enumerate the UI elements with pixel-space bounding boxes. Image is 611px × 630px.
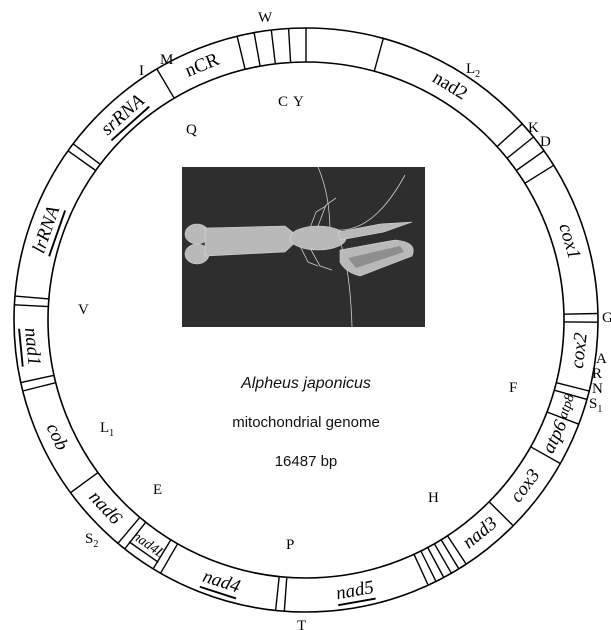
gene-label-nad3: nad3 bbox=[459, 513, 502, 553]
gene-boundary-31 bbox=[157, 69, 174, 98]
gene-label-nad4: nad4 bbox=[200, 566, 243, 598]
genome-type-label: mitochondrial genome bbox=[232, 414, 380, 431]
gene-boundary-35 bbox=[289, 29, 291, 63]
gene-boundary-19 bbox=[276, 577, 280, 611]
gene-boundary-3 bbox=[516, 151, 544, 171]
gene-boundary-32 bbox=[237, 36, 245, 69]
gene-label-cox1: cox1 bbox=[554, 221, 584, 261]
gene-label-nad1: nad1 bbox=[20, 327, 45, 367]
gene-label-cox3: cox3 bbox=[506, 465, 544, 506]
gene-boundary-1 bbox=[497, 124, 522, 147]
trna-label-D: D bbox=[540, 134, 551, 150]
trna-label-H: H bbox=[428, 490, 439, 506]
gene-label-atp8: atp8 bbox=[556, 392, 578, 420]
gene-boundary-26 bbox=[21, 375, 54, 382]
gene-boundary-15 bbox=[428, 548, 444, 578]
gene-boundary-29 bbox=[68, 151, 96, 171]
gene-boundary-34 bbox=[271, 30, 275, 64]
trna-label-P: P bbox=[286, 537, 294, 553]
gene-label-nCR: nCR bbox=[182, 49, 223, 82]
gene-boundary-17 bbox=[414, 554, 428, 585]
trna-label-T: T bbox=[297, 618, 306, 630]
gene-label-nad5: nad5 bbox=[334, 577, 375, 604]
gene-boundary-16 bbox=[421, 551, 436, 581]
gene-boundary-0 bbox=[374, 38, 383, 71]
gene-label-cob: cob bbox=[42, 420, 73, 454]
trna-label-K: K bbox=[528, 120, 539, 136]
trna-label-W: W bbox=[258, 10, 273, 26]
trna-label-A: A bbox=[596, 351, 607, 367]
gene-boundary-5 bbox=[564, 314, 598, 315]
gene-boundary-27 bbox=[14, 305, 48, 307]
gene-boundary-28 bbox=[15, 296, 49, 299]
genome-size-label: 16487 bp bbox=[275, 453, 338, 470]
trna-label-G: G bbox=[602, 310, 611, 326]
trna-label-V: V bbox=[78, 302, 89, 318]
trna-label-R: R bbox=[592, 366, 602, 382]
shrimp-photo bbox=[182, 167, 425, 327]
gene-boundary-7 bbox=[556, 383, 589, 391]
gene-boundary-18 bbox=[284, 577, 287, 611]
trna-label-S1: S1 bbox=[589, 396, 602, 415]
gene-label-nad6: nad6 bbox=[84, 487, 126, 529]
gene-label-nad2: nad2 bbox=[429, 67, 471, 104]
gene-label-srRNA: srRNA bbox=[97, 90, 149, 140]
trna-label-L1: L1 bbox=[100, 420, 114, 439]
species-name: Alpheus japonicus bbox=[240, 375, 371, 392]
trna-label-M: M bbox=[160, 52, 173, 68]
gene-boundary-30 bbox=[73, 144, 100, 165]
gene-boundary-4 bbox=[525, 165, 554, 183]
gene-boundary-2 bbox=[507, 137, 534, 158]
gene-boundary-14 bbox=[434, 544, 451, 573]
gene-boundary-13 bbox=[441, 540, 459, 569]
gene-label-cox2: cox2 bbox=[567, 331, 592, 369]
trna-label-N: N bbox=[592, 381, 603, 397]
trna-label-F: F bbox=[509, 380, 517, 396]
gene-boundary-24 bbox=[71, 473, 99, 493]
trna-label-E: E bbox=[153, 482, 162, 498]
gene-boundary-25 bbox=[23, 383, 56, 391]
trna-label-Q: Q bbox=[186, 122, 197, 138]
trna-label-C: C bbox=[278, 94, 288, 110]
trna-label-S2: S2 bbox=[85, 531, 98, 550]
trna-label-Y: Y bbox=[293, 94, 304, 110]
trna-label-I: I bbox=[139, 63, 144, 79]
gene-boundary-33 bbox=[254, 33, 260, 67]
